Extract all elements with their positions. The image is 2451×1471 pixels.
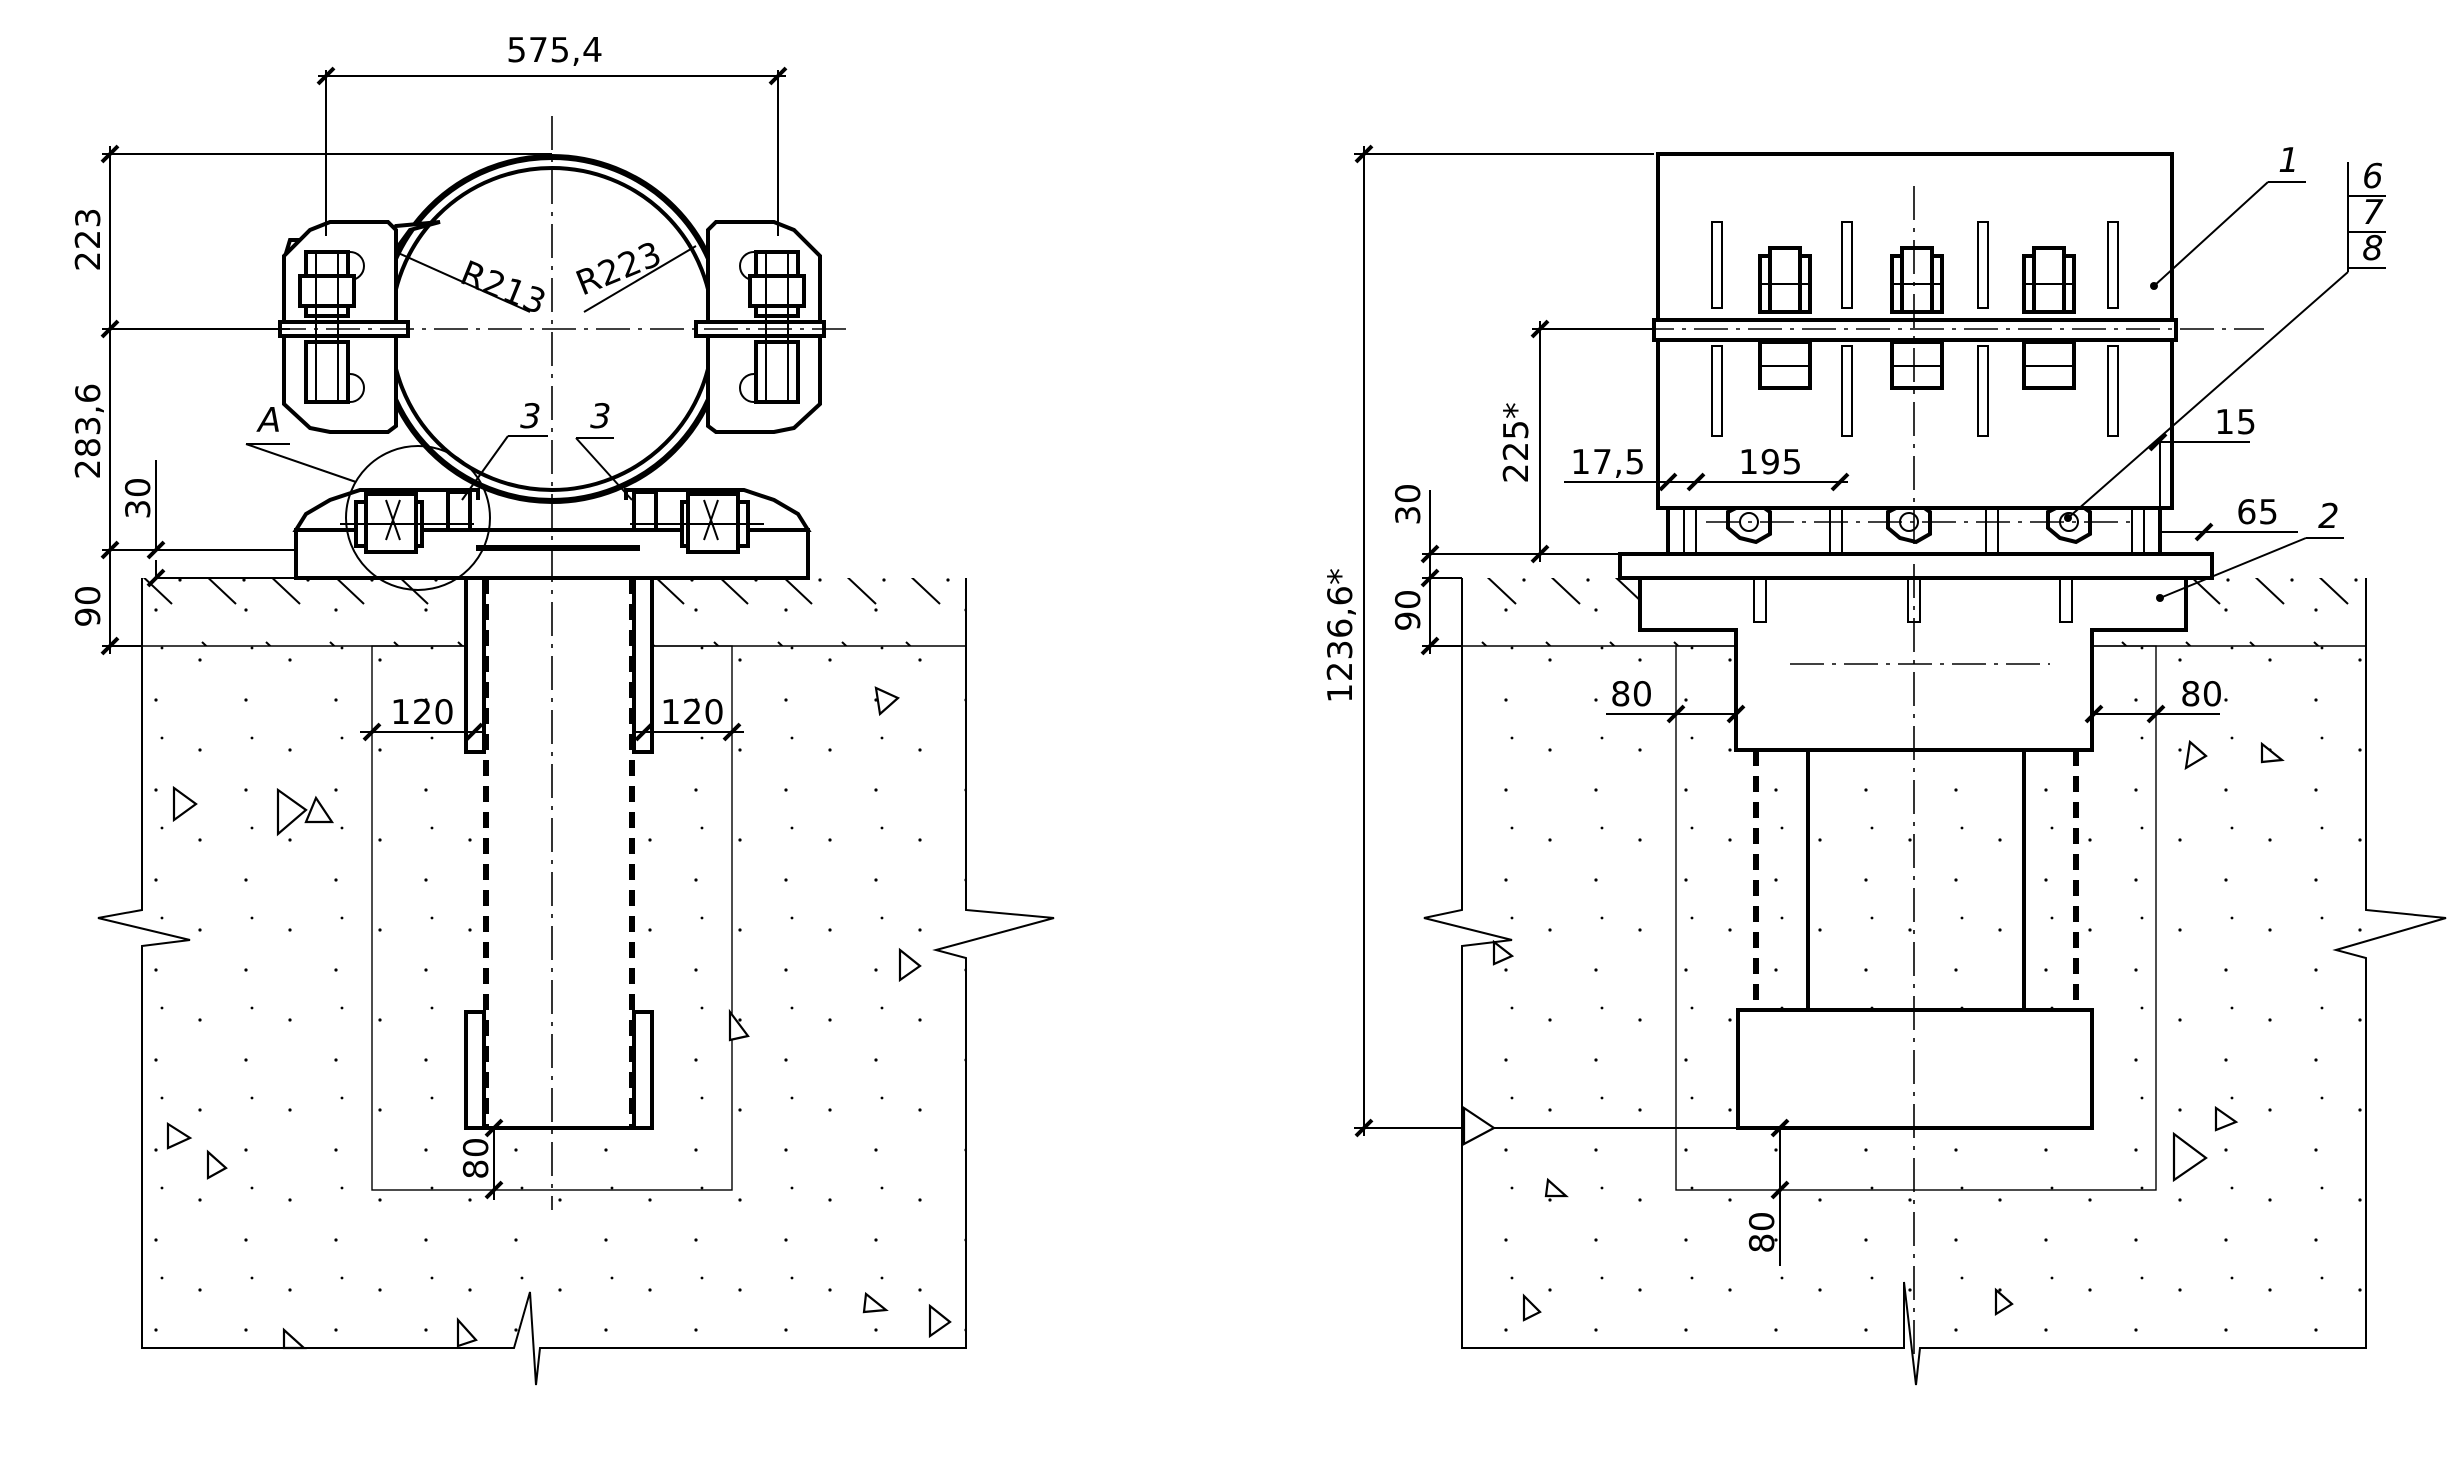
left-centerlines [272,116,846,1210]
right-clamp-bolts [1758,246,2076,390]
right-gap-dims: 15 65 [2148,403,2298,542]
dim-bottom: 80 [457,1137,497,1180]
detail-label-a: A [256,401,281,441]
right-horizontal-dims: 17,5 195 [1564,443,1850,492]
dim-right-side-left: 80 [1610,675,1653,715]
dim-right-bottom: 80 [1743,1211,1783,1254]
dim-slab: 90 [69,585,109,628]
right-dim-225: 225* [1497,319,1654,564]
dim-right-slab: 90 [1389,589,1429,632]
right-plate-slab-dims: 30 90 [1389,483,1620,656]
left-clamp-bolts [298,250,806,404]
right-bottom-dim: 80 [1743,1118,1790,1266]
left-embedded-pipe [464,576,654,1130]
left-position-3-leaders: 3 3 [461,397,633,501]
right-clamp-body [1652,152,2178,510]
right-total-height: 1236,6* [1321,144,1738,1138]
dim-side-right: 120 [660,693,725,733]
dim-height-upper: 223 [69,207,109,272]
right-view: 1236,6* 225* 30 90 [1321,141,2447,1386]
left-aggregate-marks [166,686,952,1350]
dim-plate: 30 [119,477,159,520]
dim-gap-15: 15 [2214,403,2257,443]
left-vertical-dims: 223 283,6 30 90 [69,144,552,656]
dim-pitch-195: 195 [1738,443,1803,483]
pos8-label: 8 [2362,229,2384,269]
pos7-label: 7 [2362,193,2384,233]
left-side-bolts [340,492,764,554]
right-position-leaders: 1 2 6 7 8 [2064,141,2386,602]
pos1-label: 1 [2278,141,2300,181]
detail-circle-a: A [245,401,491,591]
left-saddle [446,490,658,551]
pos3-left-label: 3 [520,397,542,437]
dim-total-height: 1236,6* [1321,568,1361,704]
right-side-dims: 80 80 [1606,675,2223,724]
dim-right-plate: 30 [1389,483,1429,526]
pos3-right-label: 3 [590,397,612,437]
dim-offset-17-5: 17,5 [1570,443,1646,483]
dim-height-lower: 283,6 [69,383,109,480]
right-aggregate-marks [1462,739,2285,1322]
left-side-dims: 120 120 [360,693,744,742]
pos2-label: 2 [2318,497,2340,537]
dim-top-width: 575,4 [506,31,603,71]
dim-overhang-65: 65 [2236,493,2279,533]
dim-right-side-right: 80 [2180,675,2223,715]
left-view: A 3 3 R213 R223 575,4 [69,31,1055,1386]
dim-side-left: 120 [390,693,455,733]
pos6-label: 6 [2362,157,2384,197]
left-bottom-dim: 80 [457,1118,504,1200]
dim-height-225: 225* [1497,402,1537,484]
dim-575: 575,4 [316,31,788,236]
